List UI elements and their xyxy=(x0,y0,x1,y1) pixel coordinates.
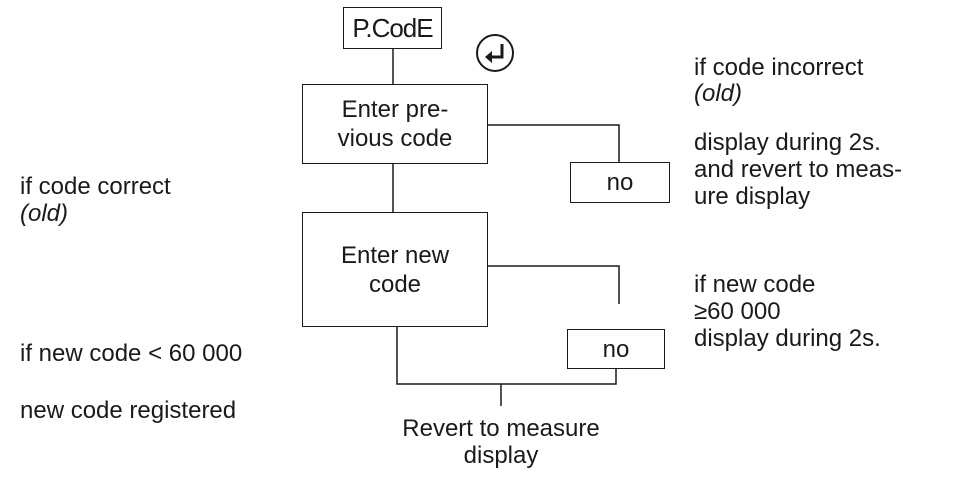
branch-previous-to-no xyxy=(487,124,620,163)
label-code-correct: if code correct xyxy=(20,173,171,200)
no-box-lower: no xyxy=(567,329,665,369)
enter-new-line2: code xyxy=(368,270,422,298)
label-revert-line1: Revert to measure xyxy=(402,415,600,442)
label-code-correct-old: (old) xyxy=(20,200,69,227)
label-new-code-line1: if new code xyxy=(694,271,816,298)
enter-previous-line2: vious code xyxy=(337,125,453,152)
branch-new-to-no xyxy=(487,265,620,304)
label-new-code-line2: ≥60 000 xyxy=(694,298,781,325)
no-upper-text: no xyxy=(606,169,634,196)
label-code-incorrect-old: (old) xyxy=(694,80,743,107)
label-new-code-registered: new code registered xyxy=(20,397,237,424)
enter-new-line1: Enter new xyxy=(340,241,450,269)
enter-new-code-box: Enter new code xyxy=(302,212,488,327)
label-display-2s-line2: and revert to meas- xyxy=(694,156,903,183)
no-lower-text: no xyxy=(602,335,630,363)
display-code-box: P.CodE xyxy=(343,7,442,49)
label-new-code-less-than: if new code < 60 000 xyxy=(20,340,243,367)
no-box-upper: no xyxy=(570,162,670,203)
label-revert-line2: display xyxy=(463,442,539,469)
label-new-code-line3: display during 2s. xyxy=(694,325,881,352)
label-code-incorrect: if code incorrect xyxy=(694,54,864,81)
merge-line xyxy=(396,326,617,385)
enter-previous-code-box: Enter pre- vious code xyxy=(302,84,488,164)
enter-previous-line1: Enter pre- xyxy=(341,96,449,123)
label-display-2s-line1: display during 2s. xyxy=(694,129,881,156)
display-code-text: P.CodE xyxy=(352,12,433,43)
label-display-2s-line3: ure display xyxy=(694,183,811,210)
enter-key-icon xyxy=(474,32,516,74)
